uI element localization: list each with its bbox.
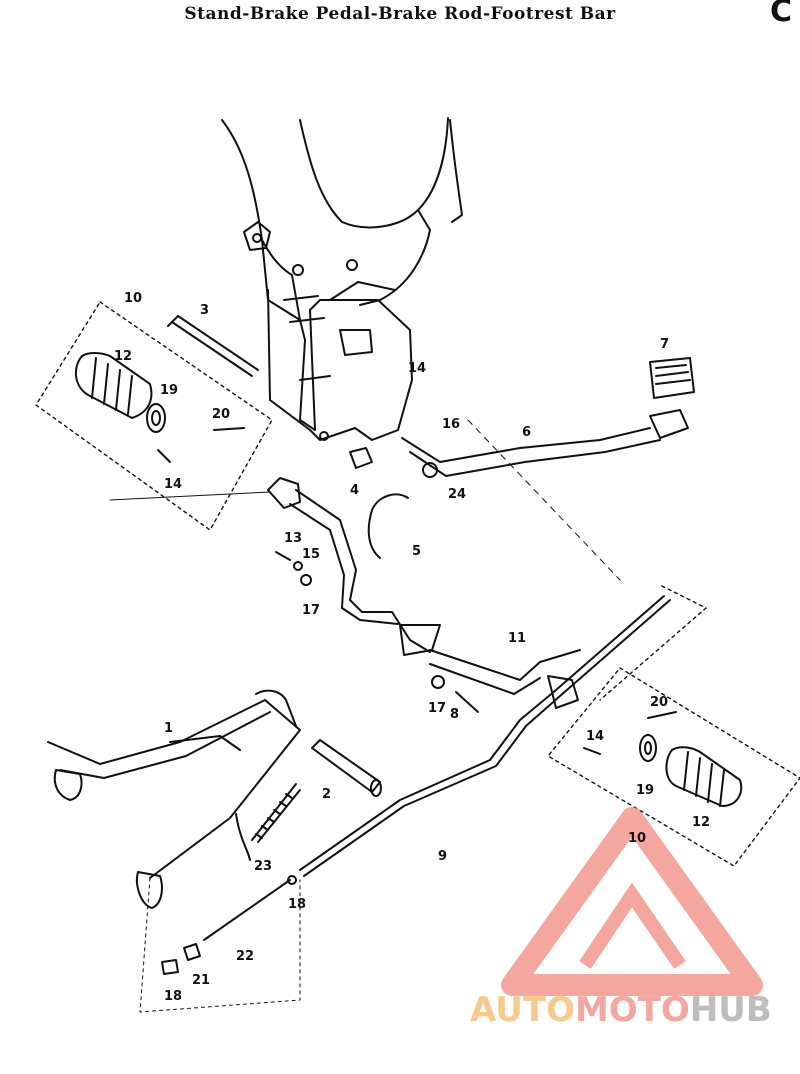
part-5-spring-clip [367, 493, 409, 559]
callout-19-left: 19 [160, 383, 178, 398]
page-corner-mark: C [770, 0, 793, 29]
part-14-left-cotter [157, 449, 171, 463]
callout-12-right: 12 [692, 815, 710, 830]
callout-15: 15 [302, 547, 320, 562]
callout-16: 16 [442, 417, 460, 432]
part-7-pedal-rubber [649, 357, 695, 399]
frame-body [221, 117, 463, 441]
callout-6: 6 [522, 425, 531, 440]
part-6-brake-pedal [401, 409, 689, 478]
watermark-text: AUTOMOTOHUB [470, 990, 800, 1030]
watermark-hub: HUB [689, 990, 772, 1030]
callout-3: 3 [200, 303, 209, 318]
callout-17-left: 17 [302, 603, 320, 618]
watermark-moto: MOTO [574, 990, 690, 1030]
callout-9: 9 [438, 849, 447, 864]
part-3-bolt [167, 315, 259, 377]
callout-23: 23 [254, 859, 272, 874]
part-2-stand-shaft [311, 739, 382, 797]
part-22-adjuster [161, 875, 297, 975]
part-1-main-stand [47, 689, 301, 909]
small-hardware-13-15-17 [275, 551, 479, 713]
callout-14-right: 14 [586, 729, 604, 744]
callout-2: 2 [322, 787, 331, 802]
callout-18-rod: 18 [288, 897, 306, 912]
callout-8: 8 [450, 707, 459, 722]
callout-10-left: 10 [124, 291, 142, 306]
left-footrest-box [35, 301, 273, 531]
callout-10-right: 10 [628, 831, 646, 846]
callout-11: 11 [508, 631, 526, 646]
callout-24: 24 [448, 487, 466, 502]
callout-labels: 1 2 3 4 5 6 7 8 9 10 10 11 12 12 13 14 1… [114, 291, 710, 1004]
callout-20-right: 20 [650, 695, 668, 710]
callout-21: 21 [192, 973, 210, 988]
part-12-right-rubber [639, 734, 743, 807]
part-11-footrest-bar [399, 624, 581, 709]
right-footrest-box [547, 667, 800, 867]
callout-17-right: 17 [428, 701, 446, 716]
diagram-title: Stand-Brake Pedal-Brake Rod-Footrest Bar [184, 4, 616, 24]
rod-guide-dashes [599, 585, 707, 701]
callout-14-left: 14 [164, 477, 182, 492]
callout-5: 5 [412, 544, 421, 559]
part-20-left-pin [213, 427, 245, 431]
callout-4: 4 [350, 483, 359, 498]
callout-22: 22 [236, 949, 254, 964]
callout-7: 7 [660, 337, 669, 352]
part-23-stand-spring [251, 783, 301, 843]
part-8-footrest-bracket [267, 477, 431, 653]
callout-12-left: 12 [114, 349, 132, 364]
watermark-auto: AUTO [470, 990, 575, 1030]
callout-18-bottom: 18 [164, 989, 182, 1004]
callout-13: 13 [284, 531, 302, 546]
part-12-left-rubber [74, 352, 166, 433]
part-20-right-pin [647, 711, 677, 719]
leader-lines [109, 419, 621, 1013]
callout-19-right: 19 [636, 783, 654, 798]
callout-20-left: 20 [212, 407, 230, 422]
watermark-logo [501, 807, 763, 996]
part-4-bushing [349, 447, 373, 469]
part-14-right-cotter [583, 747, 601, 755]
callout-1: 1 [164, 721, 173, 736]
callout-14-top: 14 [408, 361, 426, 376]
part-9-brake-rod [299, 595, 671, 877]
